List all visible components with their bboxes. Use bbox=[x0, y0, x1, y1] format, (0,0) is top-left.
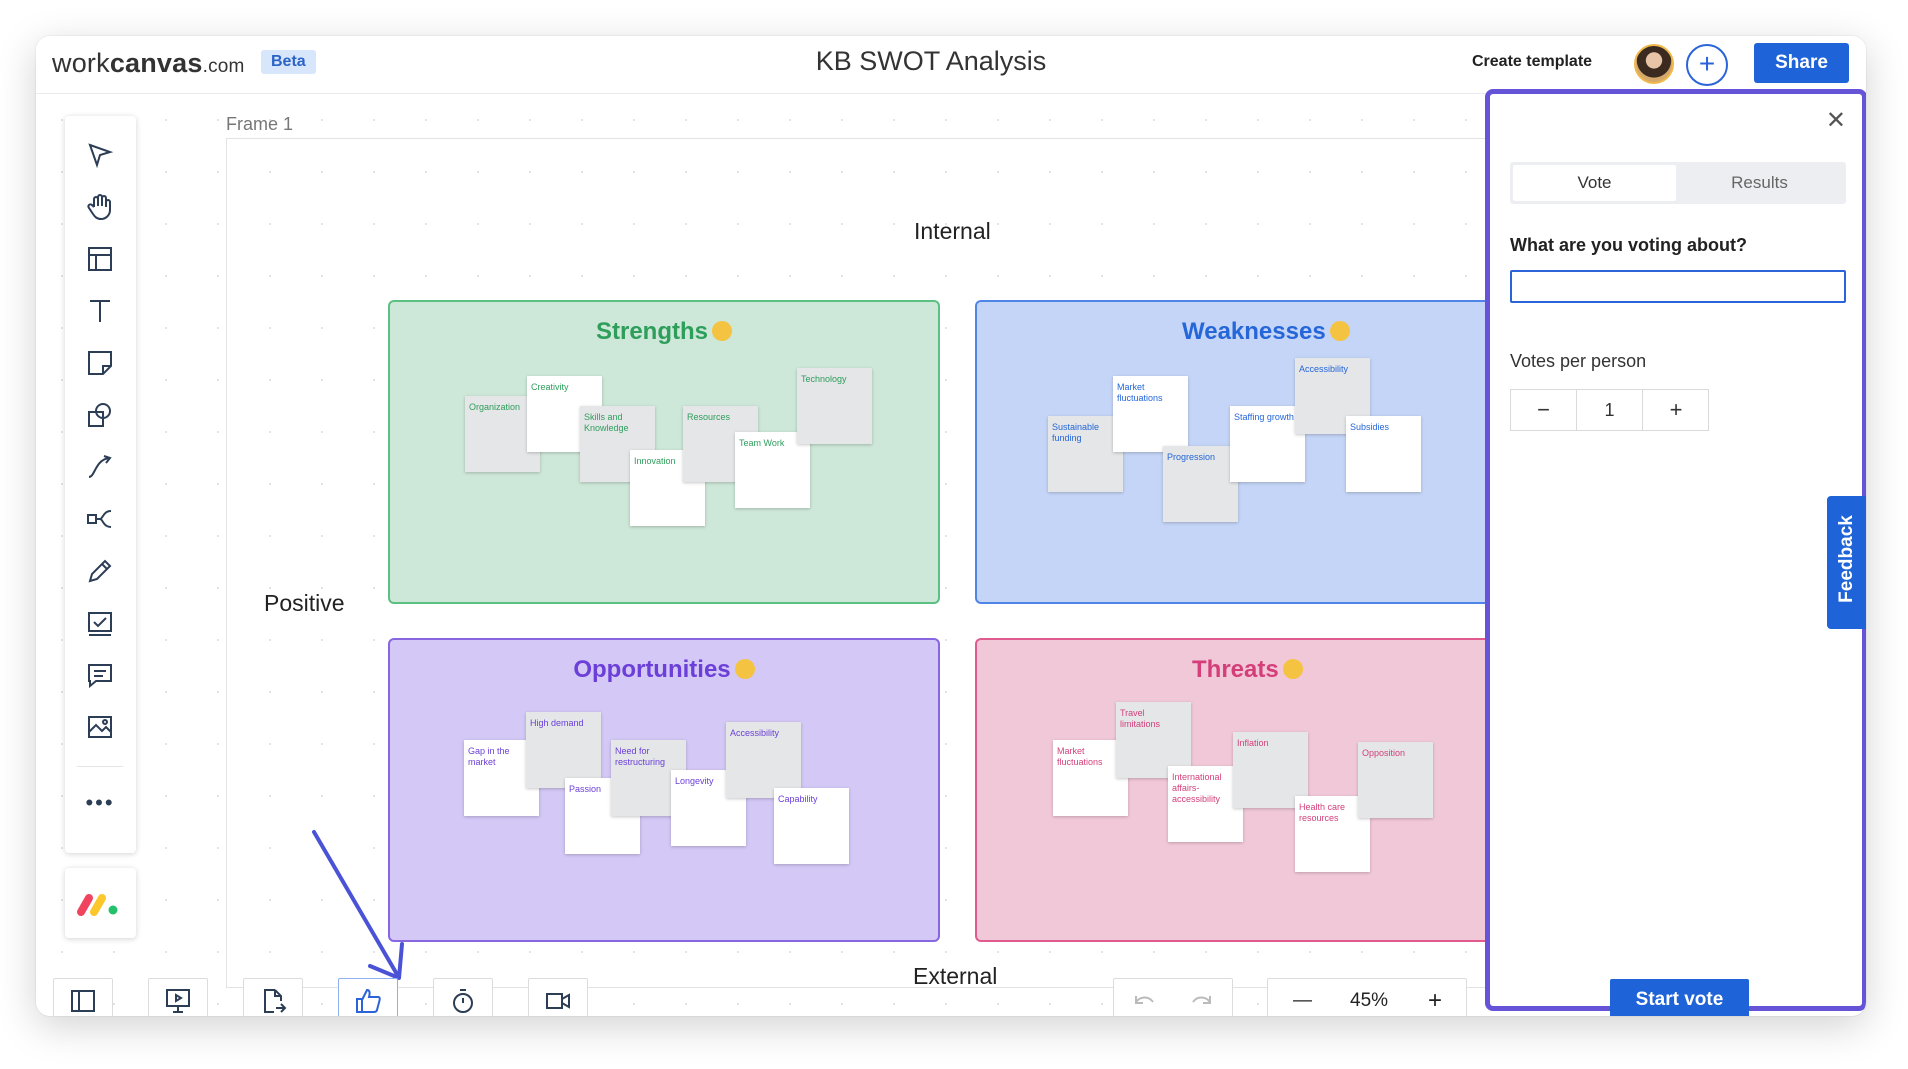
sticky-note[interactable]: Subsidies bbox=[1346, 416, 1421, 492]
sticky-note-icon[interactable] bbox=[83, 346, 117, 380]
external-label: External bbox=[913, 963, 998, 989]
sticky-note[interactable]: Market fluctuations bbox=[1053, 740, 1128, 816]
sticky-note[interactable]: Travel limitations bbox=[1116, 702, 1191, 778]
monday-logo[interactable] bbox=[65, 868, 136, 938]
present-icon[interactable] bbox=[148, 978, 208, 1016]
document-title[interactable]: KB SWOT Analysis bbox=[815, 46, 1047, 76]
scream-emoji-icon bbox=[1282, 658, 1303, 679]
votes-stepper: − 1 + bbox=[1510, 389, 1709, 431]
connector-icon[interactable] bbox=[83, 450, 117, 484]
vote-icon[interactable] bbox=[338, 978, 398, 1016]
tab-vote[interactable]: Vote bbox=[1513, 165, 1676, 201]
left-toolbar: ••• bbox=[65, 116, 136, 853]
sticky-note[interactable]: Market fluctuations bbox=[1113, 376, 1188, 452]
toolbar-divider bbox=[77, 766, 123, 767]
sticky-note[interactable]: High demand bbox=[526, 712, 601, 788]
share-button[interactable]: Share bbox=[1754, 43, 1849, 83]
tab-results[interactable]: Results bbox=[1731, 173, 1788, 192]
timer-icon[interactable] bbox=[433, 978, 493, 1016]
more-icon[interactable]: ••• bbox=[85, 790, 115, 815]
mind-map-icon[interactable] bbox=[83, 502, 117, 536]
sticky-note[interactable]: International affairs-accessibility bbox=[1168, 766, 1243, 842]
opportunities-title: Opportunities bbox=[390, 656, 938, 684]
undo-icon[interactable] bbox=[1130, 987, 1158, 1015]
question-input[interactable] bbox=[1510, 270, 1846, 303]
bottom-bar: — 45% + bbox=[36, 978, 1487, 1016]
create-template-button[interactable]: Create template bbox=[1472, 53, 1593, 70]
increment-button[interactable]: + bbox=[1669, 397, 1683, 422]
zoom-in-button[interactable]: + bbox=[1428, 987, 1443, 1014]
decrement-button[interactable]: − bbox=[1511, 390, 1577, 430]
internal-label: Internal bbox=[914, 218, 991, 244]
frame-label[interactable]: Frame 1 bbox=[226, 114, 294, 134]
strengths-quadrant[interactable]: Strengths Organization Creativity Skills… bbox=[388, 300, 940, 604]
positive-label: Positive bbox=[264, 590, 345, 616]
shapes-icon[interactable] bbox=[83, 398, 117, 432]
layout-icon[interactable] bbox=[83, 242, 117, 276]
weaknesses-title: Weaknesses bbox=[1182, 318, 1350, 346]
annotation-arrow bbox=[312, 830, 404, 980]
beta-badge: Beta bbox=[261, 50, 316, 74]
start-vote-button[interactable]: Start vote bbox=[1610, 979, 1749, 1016]
image-icon[interactable] bbox=[83, 710, 117, 744]
sticky-note[interactable]: Health care resources bbox=[1295, 796, 1370, 872]
grimace-emoji-icon bbox=[734, 658, 755, 679]
pen-icon[interactable] bbox=[83, 554, 117, 588]
avatar[interactable] bbox=[1634, 44, 1674, 84]
text-icon[interactable] bbox=[83, 294, 117, 328]
sticky-note[interactable]: Capability bbox=[774, 788, 849, 864]
sticky-note[interactable]: Sustainable funding bbox=[1048, 416, 1123, 492]
opportunities-quadrant[interactable]: Opportunities Gap in the market High dem… bbox=[388, 638, 940, 942]
export-icon[interactable] bbox=[243, 978, 303, 1016]
logo[interactable]: workcanvas.com bbox=[52, 48, 245, 78]
video-icon[interactable] bbox=[528, 978, 588, 1016]
undo-redo-group bbox=[1113, 978, 1233, 1016]
hand-icon[interactable] bbox=[83, 190, 117, 224]
feedback-tab[interactable]: Feedback bbox=[1827, 496, 1866, 629]
sticky-note[interactable]: Opposition bbox=[1358, 742, 1433, 818]
app-window: workcanvas.com Beta KB SWOT Analysis Cre… bbox=[36, 36, 1866, 1016]
zoom-out-button[interactable]: — bbox=[1293, 990, 1312, 1011]
sticky-note[interactable]: Team Work bbox=[735, 432, 810, 508]
close-icon[interactable]: ✕ bbox=[1825, 107, 1846, 134]
sticky-note[interactable]: Progression bbox=[1163, 446, 1238, 522]
votes-per-person-label: Votes per person bbox=[1510, 351, 1647, 371]
sticky-note[interactable]: Skills and Knowledge bbox=[580, 406, 655, 482]
sidebar-icon[interactable] bbox=[53, 978, 113, 1016]
votes-value[interactable]: 1 bbox=[1577, 390, 1643, 430]
threats-quadrant[interactable]: Threats Market fluctuations Travel limit… bbox=[975, 638, 1505, 942]
redo-icon[interactable] bbox=[1188, 987, 1216, 1015]
vote-panel: ✕ Vote Results What are you voting about… bbox=[1485, 89, 1866, 1016]
checklist-icon[interactable] bbox=[83, 606, 117, 640]
sticky-note[interactable]: Inflation bbox=[1233, 732, 1308, 808]
weaknesses-quadrant[interactable]: Weaknesses Sustainable funding Market fl… bbox=[975, 300, 1505, 604]
sticky-note[interactable]: Accessibility bbox=[726, 722, 801, 798]
zoom-level: 45% bbox=[1350, 990, 1389, 1011]
neutral-emoji-icon bbox=[1329, 320, 1350, 341]
whiteboard-canvas[interactable]: ••• Frame 1 Internal External Positive S… bbox=[36, 94, 1526, 1016]
comment-icon[interactable] bbox=[83, 658, 117, 692]
top-bar: workcanvas.com Beta KB SWOT Analysis Cre… bbox=[36, 36, 1866, 94]
plus-circle-icon[interactable]: + bbox=[1686, 44, 1728, 86]
vote-tabs: Vote Results bbox=[1510, 162, 1846, 204]
select-icon[interactable] bbox=[83, 138, 117, 172]
zoom-control: — 45% + bbox=[1267, 978, 1467, 1016]
threats-title: Threats bbox=[1192, 656, 1303, 684]
question-label: What are you voting about? bbox=[1510, 235, 1747, 255]
grin-emoji-icon bbox=[712, 320, 732, 341]
sticky-note[interactable]: Technology bbox=[797, 368, 872, 444]
strengths-title: Strengths bbox=[390, 318, 938, 346]
sticky-note[interactable]: Staffing growth bbox=[1230, 406, 1305, 482]
